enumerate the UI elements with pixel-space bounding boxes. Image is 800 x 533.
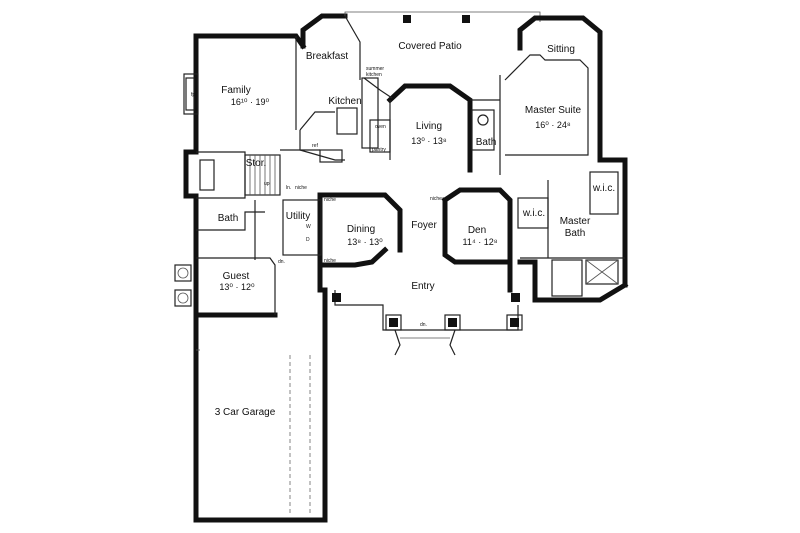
utility-label: Utility bbox=[286, 211, 310, 222]
guest-label: Guest bbox=[223, 271, 250, 282]
exterior-walls bbox=[183, 11, 629, 523]
exterior-equipment bbox=[174, 264, 192, 307]
den-label: Den bbox=[468, 225, 486, 236]
entry-label: Entry bbox=[411, 281, 434, 292]
master-bath-label-line2: Bath bbox=[565, 228, 586, 239]
up-note: up bbox=[264, 181, 270, 187]
garage-doors bbox=[196, 349, 311, 515]
kitchen-label: Kitchen bbox=[328, 96, 361, 107]
wic-label-1: w.i.c. bbox=[592, 183, 615, 194]
covered-patio-label: Covered Patio bbox=[398, 41, 462, 52]
sitting-label: Sitting bbox=[547, 44, 575, 55]
niche-note-1: niche bbox=[295, 185, 307, 191]
kitchen-island bbox=[336, 107, 358, 135]
dn-note-1: dn. bbox=[278, 259, 285, 265]
wic-label-2: w.i.c. bbox=[522, 208, 545, 219]
breakfast-label: Breakfast bbox=[306, 51, 348, 62]
small-annotations: fp summer kitchen oven pantry ref up ln.… bbox=[191, 66, 442, 328]
washer-note: W bbox=[306, 224, 311, 230]
stairs bbox=[199, 154, 281, 196]
dn-note-2: dn. bbox=[420, 322, 427, 328]
foyer-label: Foyer bbox=[411, 220, 437, 231]
ln-note: ln. bbox=[286, 185, 291, 191]
room-labels: Family 16¹⁰ · 19⁰ Breakfast Covered Pati… bbox=[215, 41, 615, 418]
den-dims: 11⁴ · 12⁸ bbox=[462, 237, 497, 247]
ref-note: ref bbox=[312, 143, 318, 149]
dining-label: Dining bbox=[347, 224, 375, 235]
bath-label-2: Bath bbox=[218, 213, 239, 224]
guest-dims: 13⁰ · 12⁰ bbox=[219, 282, 255, 292]
kitchen-fixtures bbox=[299, 77, 393, 163]
dryer-note: D bbox=[306, 237, 310, 243]
family-label: Family bbox=[221, 85, 250, 96]
dining-dims: 13⁸ · 13⁰ bbox=[347, 237, 383, 247]
oven-note: oven bbox=[375, 124, 386, 130]
garage-label: 3 Car Garage bbox=[215, 407, 276, 418]
niche-note-4: niche bbox=[430, 196, 442, 202]
summer-kitchen-note-2: kitchen bbox=[366, 72, 382, 78]
storage-label: Stor. bbox=[246, 158, 267, 169]
shower bbox=[585, 259, 619, 285]
niche-note-2: niche bbox=[324, 197, 336, 203]
niche-note-3: niche bbox=[324, 258, 336, 264]
family-dims: 16¹⁰ · 19⁰ bbox=[231, 97, 270, 107]
pantry-note: pantry bbox=[372, 147, 386, 153]
fireplace bbox=[183, 73, 199, 115]
fp-note: fp bbox=[191, 92, 195, 98]
master-bath-label-line1: Master bbox=[560, 216, 591, 227]
entry-porch bbox=[332, 290, 523, 356]
master-suite-label: Master Suite bbox=[525, 105, 582, 116]
master-suite-dims: 16⁰ · 24⁸ bbox=[535, 120, 571, 130]
summer-kitchen-note-1: summer bbox=[366, 66, 384, 72]
bath-label-1: Bath bbox=[476, 137, 497, 148]
living-label: Living bbox=[416, 121, 442, 132]
living-dims: 13⁰ · 13⁸ bbox=[411, 136, 447, 146]
